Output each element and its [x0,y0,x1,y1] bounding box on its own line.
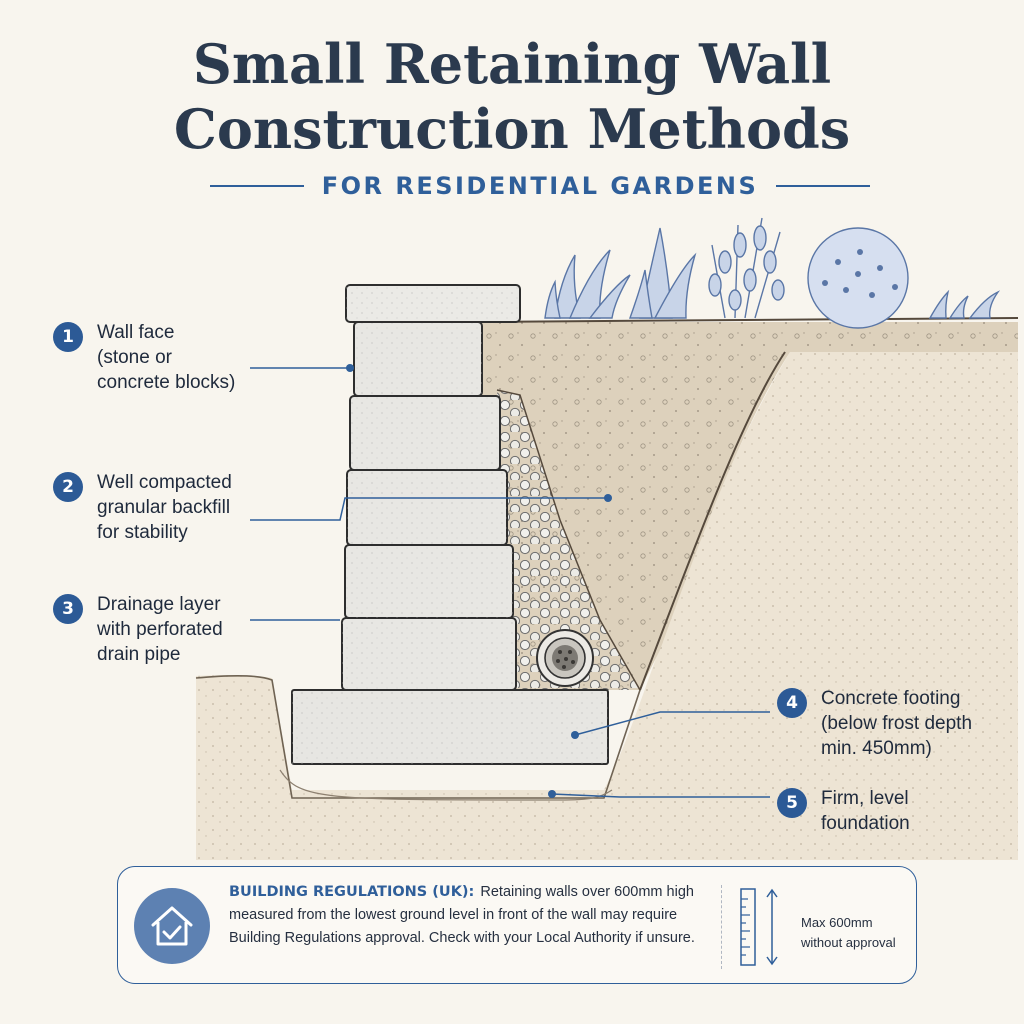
max-height-note: Max 600mm without approval [801,913,896,953]
callout-4-line-3: min. 450mm) [821,736,972,761]
house-check-icon [134,888,210,964]
callout-text-5: Firm, level foundation [821,786,910,836]
concrete-footing [292,690,608,764]
building-regulations-notice: BUILDING REGULATIONS (UK):Retaining wall… [117,866,917,984]
notice-divider [721,885,722,969]
callout-text-3: Drainage layer with perforated drain pip… [97,592,223,667]
callout-footing: 4 Concrete footing (below frost depth mi… [777,686,972,761]
callout-text-1: Wall face (stone or concrete blocks) [97,320,235,395]
max-height-line-2: without approval [801,933,896,953]
callout-badge-2: 2 [53,472,83,502]
callout-backfill: 2 Well compacted granular backfill for s… [53,470,232,545]
callout-badge-5: 5 [777,788,807,818]
callout-4-line-2: (below frost depth [821,711,972,736]
callout-2-line-3: for stability [97,520,232,545]
callout-4-line-1: Concrete footing [821,686,972,711]
ground [196,318,1018,860]
callout-2-line-1: Well compacted [97,470,232,495]
callout-1-line-1: Wall face [97,320,235,345]
callout-3-line-3: drain pipe [97,642,223,667]
callout-5-line-2: foundation [821,811,910,836]
callout-wall-face: 1 Wall face (stone or concrete blocks) [53,320,235,395]
callout-badge-1: 1 [53,322,83,352]
callout-5-line-1: Firm, level [821,786,910,811]
callout-drainage: 3 Drainage layer with perforated drain p… [53,592,223,667]
callout-1-line-3: concrete blocks) [97,370,235,395]
callout-text-2: Well compacted granular backfill for sta… [97,470,232,545]
callout-badge-3: 3 [53,594,83,624]
callout-3-line-1: Drainage layer [97,592,223,617]
max-height-line-1: Max 600mm [801,913,896,933]
ruler-height-icon [740,885,780,969]
callout-2-line-2: granular backfill [97,495,232,520]
perforated-drain-pipe-icon [537,630,593,686]
garden-plants-icon [545,218,998,328]
callout-badge-4: 4 [777,688,807,718]
callout-1-line-2: (stone or [97,345,235,370]
callout-text-4: Concrete footing (below frost depth min.… [821,686,972,761]
notice-text: BUILDING REGULATIONS (UK):Retaining wall… [229,881,719,950]
notice-label: BUILDING REGULATIONS (UK): [229,884,474,900]
callout-foundation: 5 Firm, level foundation [777,786,910,836]
callout-3-line-2: with perforated [97,617,223,642]
